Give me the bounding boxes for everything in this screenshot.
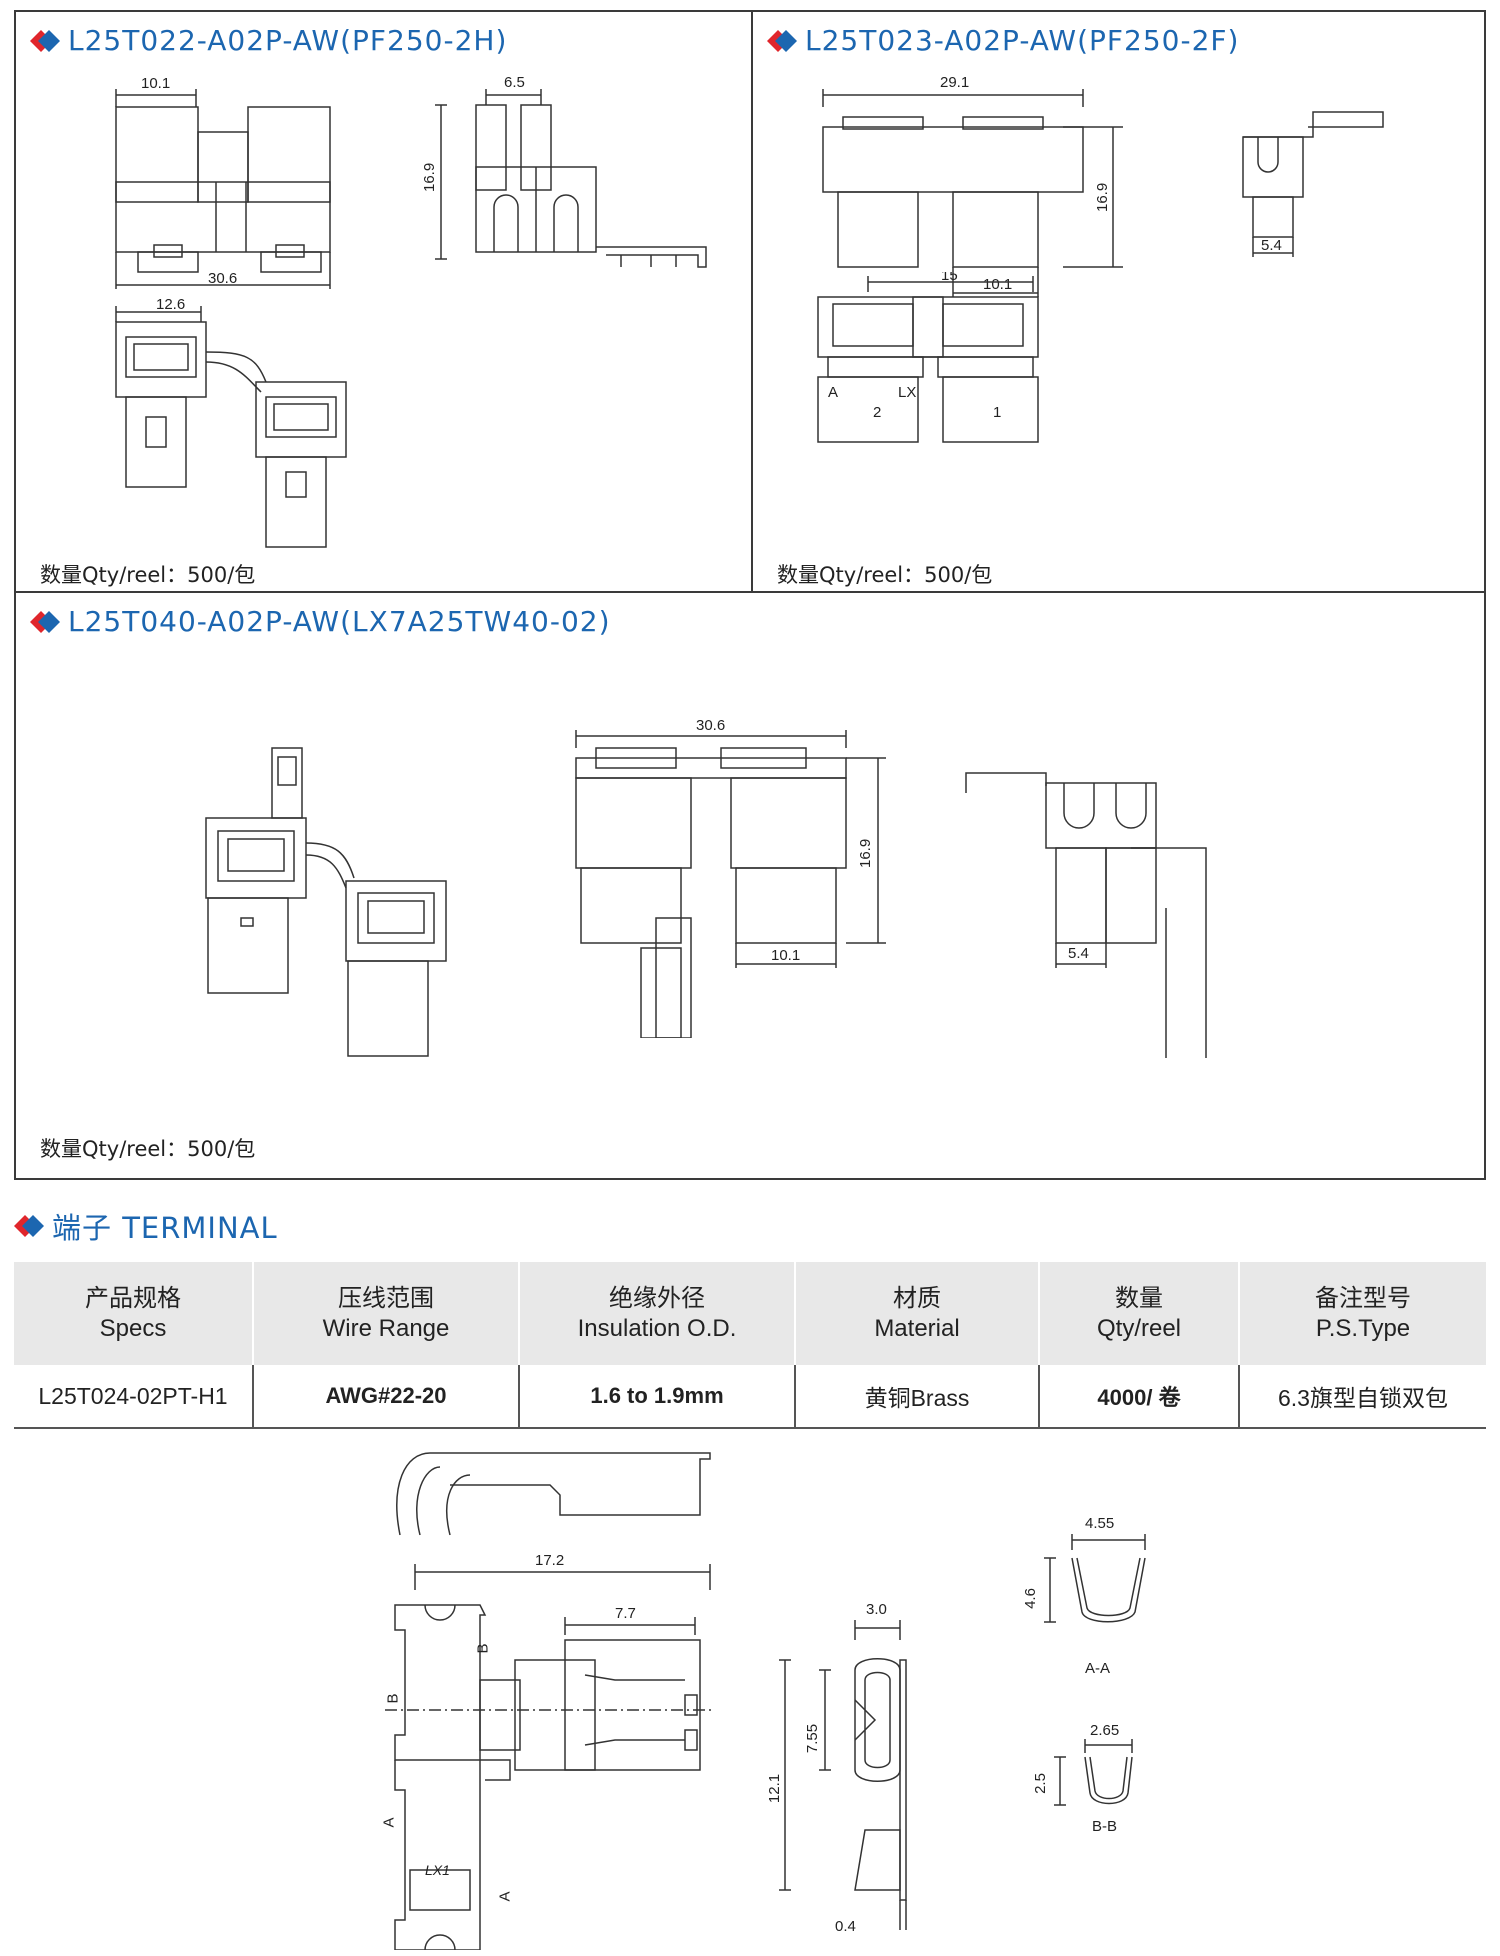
table-cell: 4000/ 卷 bbox=[1038, 1365, 1239, 1429]
panel-title: L25T022-A02P-AW(PF250-2H) bbox=[30, 24, 507, 57]
dim-label: 2.65 bbox=[1090, 1722, 1120, 1739]
table-cell: L25T024-02PT-H1 bbox=[14, 1365, 253, 1429]
dim-label: 7.55 bbox=[804, 1723, 822, 1754]
table-cell: 6.3旗型自锁双包 bbox=[1238, 1365, 1486, 1429]
mark-label: A bbox=[828, 384, 838, 401]
terminal-side-drawing bbox=[770, 1610, 930, 1940]
section-mark-label: A bbox=[496, 1891, 514, 1902]
dim-label: 30.6 bbox=[208, 270, 237, 287]
dim-label: 15 bbox=[941, 272, 958, 284]
mark-label: 2 bbox=[873, 404, 881, 421]
dim-label: 4.6 bbox=[1021, 1588, 1039, 1609]
dim-label: 5.4 bbox=[1261, 237, 1282, 254]
connector-pair-drawing bbox=[186, 743, 506, 1063]
mark-label: LX bbox=[898, 384, 916, 401]
front-view-drawing: 30.6 16.9 10.1 bbox=[566, 718, 906, 1038]
terminal-plan-drawing bbox=[385, 1550, 725, 1950]
dim-label: 6.5 bbox=[504, 74, 525, 91]
dim-label: 7.7 bbox=[615, 1605, 636, 1622]
dim-label: 5.4 bbox=[1068, 945, 1089, 962]
side-view-drawing: 5.4 bbox=[1233, 107, 1453, 267]
side-view-drawing: 5.4 bbox=[956, 758, 1256, 1058]
side-view-drawing: 6.5 16.9 bbox=[416, 67, 726, 287]
dim-label: 10.1 bbox=[983, 276, 1012, 293]
dim-label: 16.9 bbox=[421, 163, 438, 192]
section-aa-drawing bbox=[1030, 1530, 1160, 1650]
dim-label: 0.4 bbox=[835, 1918, 856, 1935]
diamond-bullet-icon bbox=[767, 29, 797, 52]
dim-label: 2.5 bbox=[1031, 1773, 1049, 1794]
dim-label: 4.55 bbox=[1085, 1515, 1115, 1532]
front-view-drawing: 29.1 16.9 10.1 bbox=[813, 67, 1143, 317]
table-cell: 黄铜Brass bbox=[794, 1365, 1039, 1429]
top-view-drawing: 10.1 30.6 bbox=[76, 67, 396, 307]
section-label: A-A bbox=[1085, 1660, 1111, 1677]
product-panel-2: L25T023-A02P-AW(PF250-2F) 29.1 16.9 10.1 bbox=[751, 10, 1486, 593]
qty-per-reel: 数量Qty/reel：500/包 bbox=[777, 563, 993, 587]
dim-label: 10.1 bbox=[141, 75, 170, 92]
section-label: B-B bbox=[1092, 1818, 1118, 1835]
dim-label: 10.1 bbox=[771, 947, 800, 964]
qty-per-reel: 数量Qty/reel：500/包 bbox=[40, 1137, 256, 1161]
section-mark-label: B bbox=[384, 1693, 402, 1704]
product-panel-1: L25T022-A02P-AW(PF250-2H) 10.1 30.6 bbox=[14, 10, 753, 593]
diamond-bullet-icon bbox=[14, 1215, 44, 1237]
terminal-section-title: 端子 TERMINAL bbox=[14, 1205, 278, 1247]
dim-label: 12.1 bbox=[766, 1773, 784, 1804]
dim-label: 30.6 bbox=[696, 718, 725, 734]
diamond-bullet-icon bbox=[30, 610, 60, 633]
dim-label: 12.6 bbox=[156, 296, 186, 313]
connector-pair-drawing: 12.6 bbox=[96, 296, 416, 552]
section-mark-label: B bbox=[474, 1643, 492, 1654]
panel-title: L25T040-A02P-AW(LX7A25TW40-02) bbox=[30, 605, 611, 638]
panel-title: L25T023-A02P-AW(PF250-2F) bbox=[767, 24, 1239, 57]
diamond-bullet-icon bbox=[30, 29, 60, 52]
dim-label: 3.0 bbox=[866, 1601, 887, 1618]
product-panel-3: L25T040-A02P-AW(LX7A25TW40-02) bbox=[14, 591, 1486, 1180]
dim-label: 17.2 bbox=[535, 1552, 565, 1569]
section-mark-label: A bbox=[380, 1817, 398, 1828]
dim-label: 29.1 bbox=[940, 74, 969, 91]
table-row: L25T024-02PT-H1 AWG#22-20 1.6 to 1.9mm 黄… bbox=[14, 1365, 1486, 1429]
table-cell: 1.6 to 1.9mm bbox=[518, 1365, 795, 1429]
connector-bottom-drawing: 15 A 2 LX 1 bbox=[813, 272, 1113, 512]
dim-label: 16.9 bbox=[1094, 183, 1111, 212]
section-bb-drawing bbox=[1040, 1735, 1150, 1825]
mark-label: 1 bbox=[993, 404, 1001, 421]
dim-label: LX1 bbox=[425, 1862, 450, 1878]
dim-label: 16.9 bbox=[857, 839, 874, 868]
qty-per-reel: 数量Qty/reel：500/包 bbox=[40, 563, 256, 587]
terminal-top-profile-drawing bbox=[390, 1445, 720, 1555]
table-cell: AWG#22-20 bbox=[252, 1365, 519, 1429]
